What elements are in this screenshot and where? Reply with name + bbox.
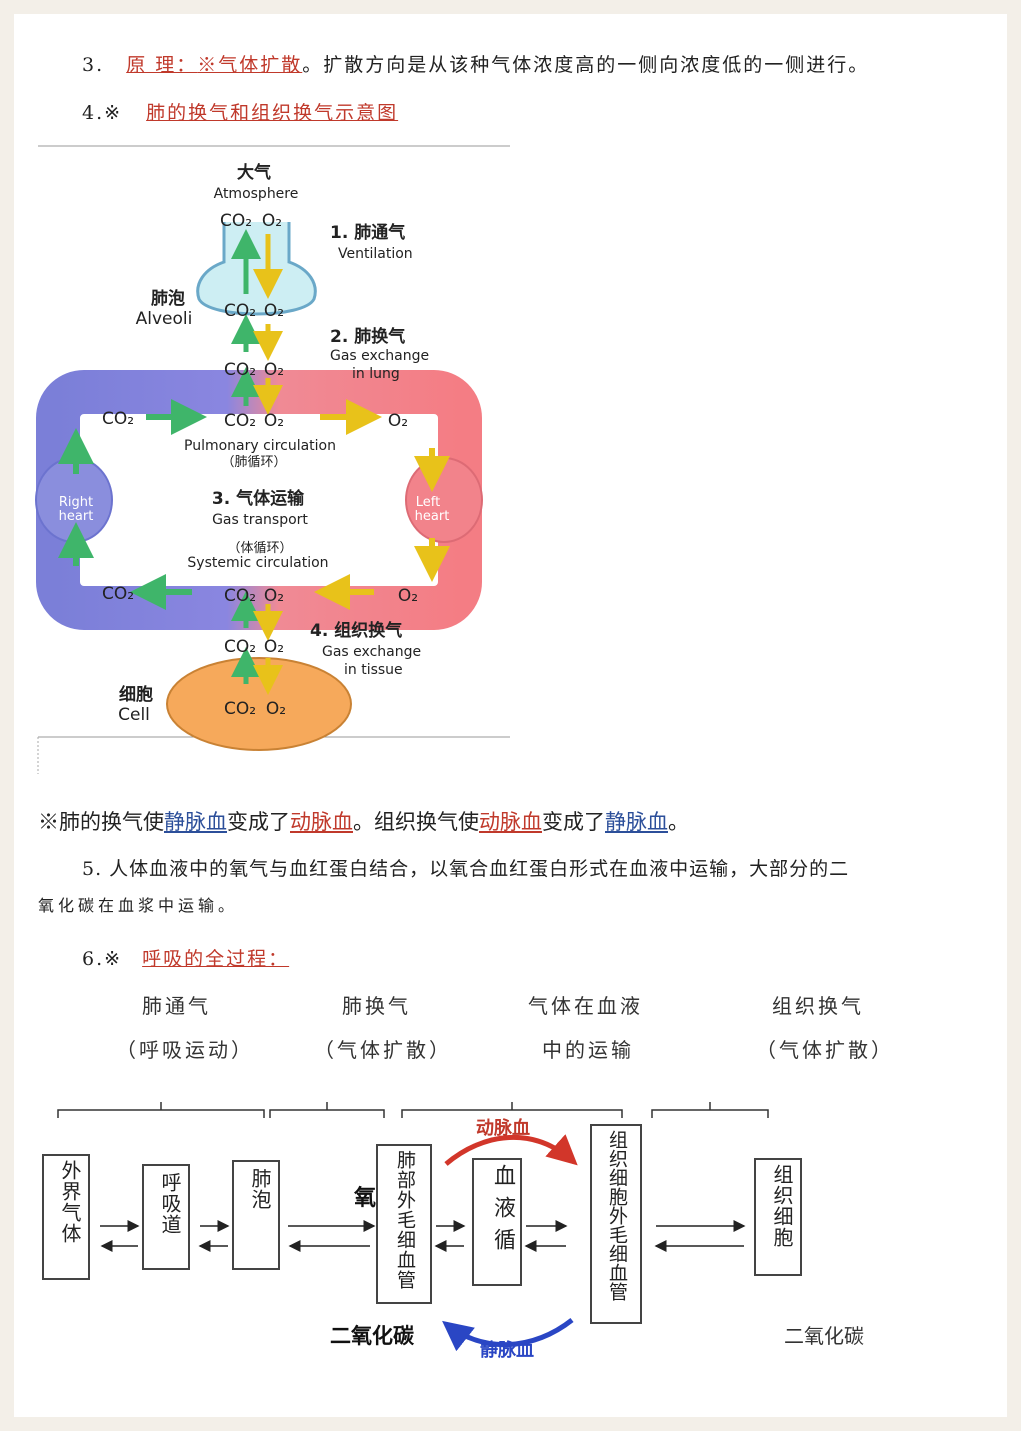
loop-arrows xyxy=(58,399,450,610)
principle-text: 。扩散方向是从该种气体浓度高的一侧向浓度低的一侧进行。 xyxy=(302,54,870,76)
paragraph-5-line2: 氧化碳在血浆中运输。 xyxy=(38,896,239,915)
step3-en: Gas transport xyxy=(212,512,308,528)
co2-label-left: 二氧化碳 xyxy=(330,1323,414,1348)
o2-label: O₂ xyxy=(264,360,284,380)
co2-label: CO₂ xyxy=(220,211,252,231)
co2-label: CO₂ xyxy=(102,409,134,429)
oxygen-label: 氧 xyxy=(354,1185,377,1211)
exchange-note: ※肺的换气使静脉血变成了动脉血。组织换气使动脉血变成了静脉血。 xyxy=(38,810,689,834)
step4-cn: 4. 组织换气 xyxy=(310,620,402,641)
co2-label: CO₂ xyxy=(224,411,256,431)
arterial-blood-term: 动脉血 xyxy=(290,810,353,834)
o2-label: O₂ xyxy=(388,411,408,431)
document-page: 3. 原 理：※气体扩散。扩散方向是从该种气体浓度高的一侧向浓度低的一侧进行。 … xyxy=(14,14,1007,1417)
section-6-heading: 6.※ 呼吸的全过程： xyxy=(82,944,289,971)
principle-label: 原 理： xyxy=(126,54,198,76)
systemic-en: Systemic circulation xyxy=(187,555,328,571)
co2-label: CO₂ xyxy=(102,584,134,604)
o2-label: O₂ xyxy=(266,699,286,719)
co2-label: CO₂ xyxy=(224,586,256,606)
cell-shape xyxy=(166,657,352,751)
cell-en: Cell xyxy=(118,705,150,725)
venous-blood-term: 静脉血 xyxy=(164,810,227,834)
pulmonary-cn: （肺循环） xyxy=(221,455,286,470)
cell-cn: 细胞 xyxy=(119,684,153,705)
stage-tissue-exchange-note: （气体扩散） xyxy=(756,1038,894,1062)
co2-label: CO₂ xyxy=(224,699,256,719)
stage-brackets xyxy=(57,1102,769,1118)
diffusion-term: ※气体扩散 xyxy=(197,54,303,76)
step4-en2: in tissue xyxy=(344,662,403,678)
o2-label: O₂ xyxy=(398,586,418,606)
flow-arrows xyxy=(100,1220,746,1252)
atmosphere-en: Atmosphere xyxy=(214,186,299,202)
box-tissue-cells: 组织细胞 xyxy=(754,1158,802,1276)
stage-transport: 气体在血液 xyxy=(528,994,643,1018)
stage-lung-exchange: 肺换气 xyxy=(342,994,411,1018)
step2-cn: 2. 肺换气 xyxy=(330,326,405,347)
arterial-blood-term: 动脉血 xyxy=(479,810,542,834)
diagram-heading: 4.※ 肺的换气和组织换气示意图 xyxy=(82,98,398,125)
stage-tissue-exchange: 组织换气 xyxy=(772,994,864,1018)
item-number: 4.※ xyxy=(82,102,123,124)
o2-label: O₂ xyxy=(264,637,284,657)
o2-label: O₂ xyxy=(264,586,284,606)
step2-en1: Gas exchange xyxy=(330,348,429,364)
venous-blood-label: 静脉血 xyxy=(480,1340,534,1361)
co2-label-right: 二氧化碳 xyxy=(784,1324,864,1348)
item-number: 6.※ xyxy=(82,948,123,970)
alveoli-cn: 肺泡 xyxy=(151,288,185,309)
alveoli-en: Alveoli xyxy=(136,309,193,329)
arterial-blood-label: 动脉血 xyxy=(476,1118,530,1139)
box-tissue-capillary: 组织细胞外毛细血管 xyxy=(590,1124,642,1324)
item-number: 3. xyxy=(82,54,105,76)
left-heart-label-1: Left xyxy=(416,495,440,510)
venous-arc xyxy=(442,1318,574,1352)
systemic-cn: （体循环） xyxy=(227,541,292,556)
diagram-title: 肺的换气和组织换气示意图 xyxy=(146,102,399,124)
gas-exchange-diagram: 大气 Atmosphere CO₂ O₂ CO₂ O₂ CO₂ O₂ CO₂ O… xyxy=(35,145,510,774)
box-blood-circulation: 血液循 xyxy=(472,1158,522,1286)
stage-ventilation-note: （呼吸运动） xyxy=(116,1038,254,1062)
step3-cn: 3. 气体运输 xyxy=(212,488,305,509)
co2-label: CO₂ xyxy=(224,360,256,380)
right-heart-label-1: Right xyxy=(59,495,93,510)
stage-transport-note: 中的运输 xyxy=(542,1038,634,1062)
o2-label: O₂ xyxy=(262,211,282,231)
pulmonary-en: Pulmonary circulation xyxy=(184,438,336,454)
venous-blood-term: 静脉血 xyxy=(605,810,668,834)
left-heart-label-2: heart xyxy=(415,509,450,524)
atmosphere-cn: 大气 xyxy=(237,162,271,183)
o2-label: O₂ xyxy=(264,301,284,321)
o2-label: O₂ xyxy=(264,411,284,431)
step1-en: Ventilation xyxy=(338,246,413,262)
section-6-title: 呼吸的全过程： xyxy=(142,948,290,970)
paragraph-5-line1: 5. 人体血液中的氧气与血红蛋白结合，以氧合血红蛋白形式在血液中运输，大部分的二 xyxy=(82,858,850,880)
arterial-arc xyxy=(444,1134,578,1166)
box-lung-capillary: 肺部外毛细血管 xyxy=(376,1144,432,1304)
box-outside-air: 外界气体 xyxy=(42,1154,90,1280)
right-heart-label-2: heart xyxy=(59,509,94,524)
step4-en1: Gas exchange xyxy=(322,644,421,660)
stage-ventilation: 肺通气 xyxy=(142,994,211,1018)
step1-cn: 1. 肺通气 xyxy=(330,222,405,243)
co2-label: CO₂ xyxy=(224,301,256,321)
box-airway: 呼吸道 xyxy=(142,1164,190,1270)
ventilation-arrows xyxy=(231,229,283,695)
stage-lung-exchange-note: （气体扩散） xyxy=(314,1038,452,1062)
step2-en2: in lung xyxy=(352,366,400,382)
co2-label: CO₂ xyxy=(224,637,256,657)
principle-line: 3. 原 理：※气体扩散。扩散方向是从该种气体浓度高的一侧向浓度低的一侧进行。 xyxy=(82,50,869,77)
alveoli-shape xyxy=(196,222,317,316)
respiration-flow-diagram xyxy=(57,1102,769,1352)
box-alveoli: 肺泡 xyxy=(232,1160,280,1270)
